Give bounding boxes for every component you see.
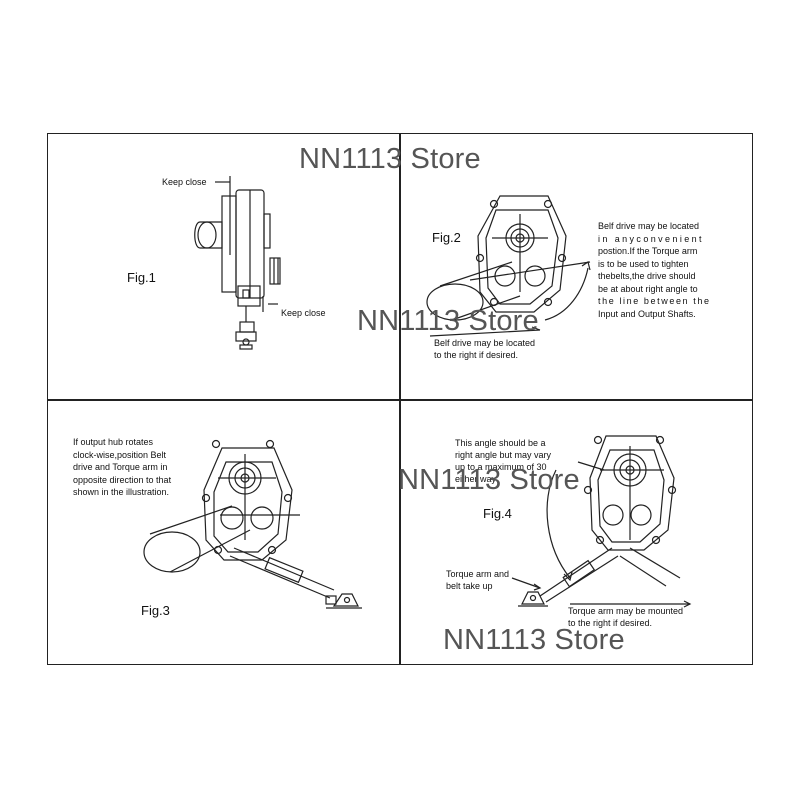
fig4-mount-note-line: Torque arm may be mounted (568, 606, 684, 616)
keep-close-bottom-label: Keep close (281, 308, 326, 318)
fig4-angle-note-line: This angle should be a (455, 438, 546, 448)
fig3-title: Fig.3 (141, 603, 170, 618)
fig4-angle-note-line: either way (455, 474, 497, 484)
fig3-drawing (143, 439, 362, 609)
fig2-note-line: in anyconvenient (598, 233, 704, 244)
fig4-torque-arm-label-line: Torque arm and (446, 569, 510, 579)
fig2-note-line: Belf drive may be located (598, 221, 700, 231)
fig4-torque-arm-label-line: belt take up (446, 581, 493, 591)
fig3-note-line: shown in the illustration. (73, 487, 170, 497)
fig3-note-line: If output hub rotates (73, 437, 154, 447)
fig2-bottom-note: Belf drive may be located to the right i… (434, 337, 535, 361)
watermark-text: NN1113 Store (299, 143, 481, 175)
fig2-note-line: the line between the (598, 296, 711, 306)
watermark-text: NN1113 Store (357, 305, 539, 337)
fig4-angle-note-line: right angle but may vary (455, 450, 552, 460)
fig2-drawing (426, 195, 591, 337)
fig2-title: Fig.2 (432, 230, 461, 245)
fig2-note-line: postion.If the Torque arm (598, 246, 698, 256)
fig2-note-line: is to be used to tighten (598, 258, 689, 269)
fig2-bottom-note-line: to the right if desired. (434, 350, 519, 360)
fig3-note-line: opposite direction to that (73, 474, 172, 485)
fig4-mount-note: Torque arm may be mounted to the right i… (568, 605, 683, 629)
fig3-note: If output hub rotates clock-wise,positio… (73, 436, 191, 499)
fig2-note-line: Input and Output Shafts. (598, 308, 696, 319)
watermark-text: NN1113 Store (398, 464, 580, 496)
fig1-drawing (194, 176, 281, 350)
fig3-note-line: clock-wise,position Belt (73, 449, 167, 460)
fig3-note-line: drive and Torque arm in (73, 462, 168, 472)
keep-close-top-label: Keep close (162, 177, 207, 187)
fig4-angle-note-line: up to a maximum of 30 (455, 462, 547, 472)
fig1-title: Fig.1 (127, 270, 156, 285)
fig4-drawing (511, 435, 692, 608)
fig4-angle-note: This angle should be a right angle but m… (455, 437, 551, 485)
fig2-bottom-note-line: Belf drive may be located (434, 338, 536, 348)
fig4-mount-note-line: to the right if desired. (568, 618, 653, 628)
fig2-note: Belf drive may be located in anyconvenie… (598, 220, 711, 320)
panel-divider-horizontal (47, 399, 753, 401)
fig2-note-line: be at about right angle to (598, 283, 698, 294)
fig2-note-line: thebelts,the drive should (598, 271, 696, 281)
fig4-torque-arm-label: Torque arm and belt take up (446, 568, 509, 592)
fig4-title: Fig.4 (483, 506, 512, 521)
watermark-text: NN1113 Store (443, 624, 625, 656)
